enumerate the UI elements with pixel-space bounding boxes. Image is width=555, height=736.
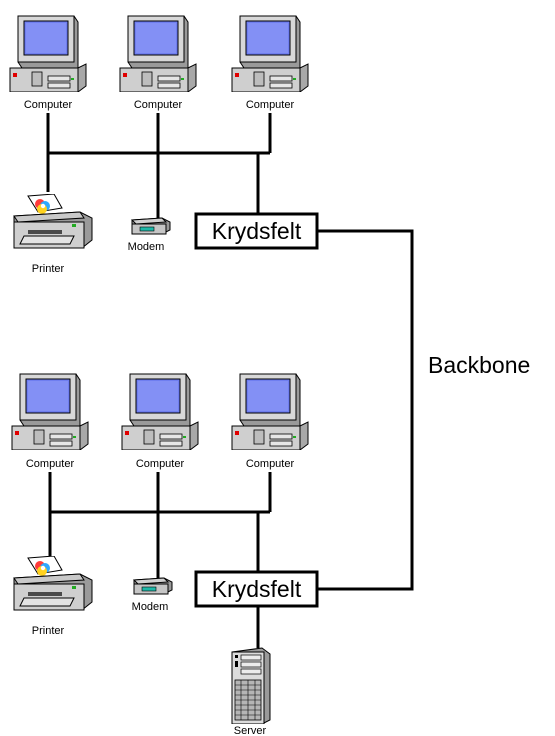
- printer-label: Printer: [32, 263, 65, 275]
- computer-node: Computer: [121, 373, 199, 470]
- server-node: Server: [231, 647, 271, 736]
- printer-icon: [13, 194, 93, 249]
- computer-label: Computer: [24, 99, 73, 111]
- switch-node: Krydsfelt: [194, 212, 319, 250]
- network-lines: [46, 113, 414, 648]
- modem-label: Modem: [128, 241, 165, 253]
- computer-node: Computer: [231, 373, 309, 470]
- server-icon: [231, 647, 271, 724]
- printer-icon: [13, 556, 93, 611]
- backbone-label: Backbone: [428, 352, 530, 378]
- switch-label: Krydsfelt: [212, 576, 302, 602]
- modem-node: Modem: [128, 217, 171, 253]
- computer-icon: [11, 373, 89, 450]
- computer-label: Computer: [134, 99, 183, 111]
- switch-box: [194, 570, 319, 608]
- modem-icon: [133, 577, 173, 595]
- modem-node: Modem: [132, 577, 173, 613]
- printer-node: Printer: [13, 556, 93, 637]
- modem-icon: [131, 217, 171, 235]
- computer-icon: [9, 15, 87, 92]
- server-label: Server: [234, 725, 267, 736]
- computer-node: Computer: [9, 15, 87, 111]
- computer-icon: [231, 15, 309, 92]
- switch-box: [194, 212, 319, 250]
- computer-node: Computer: [231, 15, 309, 111]
- computer-icon: [231, 373, 309, 450]
- computer-node: Computer: [11, 373, 89, 470]
- computer-label: Computer: [246, 458, 295, 470]
- printer-node: Printer: [13, 194, 93, 275]
- switch-label: Krydsfelt: [212, 218, 302, 244]
- backbone-line: [317, 229, 414, 591]
- computer-node: Computer: [119, 15, 197, 111]
- switch-node: Krydsfelt: [194, 570, 319, 608]
- computer-icon: [121, 373, 199, 450]
- printer-label: Printer: [32, 625, 65, 637]
- computer-label: Computer: [26, 458, 75, 470]
- computer-label: Computer: [136, 458, 185, 470]
- computer-icon: [119, 15, 197, 92]
- modem-label: Modem: [132, 601, 169, 613]
- computer-label: Computer: [246, 99, 295, 111]
